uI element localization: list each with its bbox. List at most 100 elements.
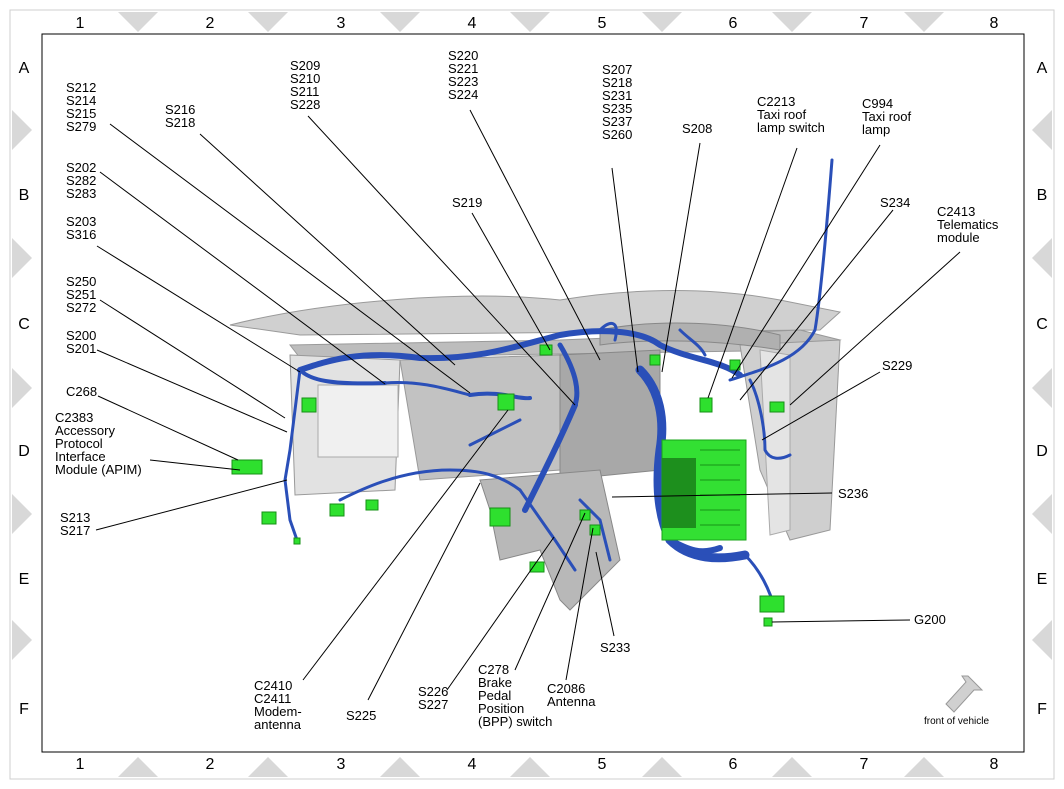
column-label-bottom-5: 5	[598, 756, 607, 773]
callout-line: Telematics	[937, 217, 999, 232]
callout-line: Interface	[55, 449, 106, 464]
instrument-panel	[229, 290, 842, 611]
row-label-right-c: C	[1036, 316, 1048, 333]
callout-line: S216	[165, 102, 195, 117]
callout-s208: S208	[682, 121, 712, 136]
callout-line: S213	[60, 510, 90, 525]
callout-line: S279	[66, 119, 96, 134]
callout-line: lamp	[862, 122, 890, 137]
callout-s236: S236	[838, 486, 868, 501]
column-label-bottom-3: 3	[337, 756, 346, 773]
column-label-top-4: 4	[468, 15, 477, 32]
callout-line: Accessory	[55, 423, 115, 438]
row-label-right-e: E	[1037, 571, 1048, 588]
callout-line: S211	[290, 84, 319, 99]
grid-markers	[12, 12, 1052, 777]
callout-line: Brake	[478, 675, 512, 690]
callout-line: C2383	[55, 410, 93, 425]
column-label-top-8: 8	[990, 15, 999, 32]
row-label-left-a: A	[19, 60, 30, 77]
callout-line: S208	[682, 121, 712, 136]
column-label-top-3: 3	[337, 15, 346, 32]
callout-line: C278	[478, 662, 509, 677]
callout-line: S200	[66, 328, 96, 343]
callout-g200: G200	[914, 612, 946, 627]
row-label-right-f: F	[1037, 701, 1047, 718]
callout-line: Protocol	[55, 436, 103, 451]
callout-line: S229	[882, 358, 912, 373]
callout-line: C994	[862, 96, 893, 111]
callout-line: C2411	[254, 691, 291, 706]
callout-line: lamp switch	[757, 120, 825, 135]
callout-line: S251	[66, 287, 96, 302]
callout-line: C2413	[937, 204, 975, 219]
callout-line: S220	[448, 48, 478, 63]
row-label-right-b: B	[1037, 187, 1048, 204]
column-label-top-5: 5	[598, 15, 607, 32]
callout-line: G200	[914, 612, 946, 627]
column-label-top-7: 7	[860, 15, 869, 32]
row-label-left-f: F	[19, 701, 29, 718]
frame-border	[9, 9, 1055, 780]
callout-line: S228	[290, 97, 320, 112]
callout-line: S225	[346, 708, 376, 723]
callout-line: Antenna	[547, 694, 596, 709]
callout-line: Position	[478, 701, 524, 716]
callout-line: S209	[290, 58, 320, 73]
callout-s233: S233	[600, 640, 630, 655]
column-label-top-2: 2	[206, 15, 215, 32]
callout-line: S250	[66, 274, 96, 289]
callout-line: S202	[66, 160, 96, 175]
row-label-right-d: D	[1036, 443, 1048, 460]
callout-line: S236	[838, 486, 868, 501]
row-label-left-c: C	[18, 316, 30, 333]
callout-line: S282	[66, 173, 96, 188]
callout-line: S224	[448, 87, 478, 102]
callout-line: S221	[448, 61, 478, 76]
column-label-bottom-1: 1	[76, 756, 85, 773]
column-label-bottom-2: 2	[206, 756, 215, 773]
callout-line: S219	[452, 195, 482, 210]
front-of-vehicle-label: front of vehicle	[924, 716, 989, 727]
callout-line: S201	[66, 341, 96, 356]
callout-line: S212	[66, 80, 96, 95]
callout-line: S218	[165, 115, 195, 130]
column-label-top-1: 1	[76, 15, 85, 32]
callout-line: S210	[290, 71, 320, 86]
row-label-left-d: D	[18, 443, 30, 460]
callout-line: S215	[66, 106, 96, 121]
callout-line: S231	[602, 88, 632, 103]
callout-line: S260	[602, 127, 632, 142]
callout-line: S235	[602, 101, 632, 116]
callout-s219: S219	[452, 195, 482, 210]
callout-line: C2213	[757, 94, 795, 109]
callout-line: S272	[66, 300, 96, 315]
wiring-harness	[283, 158, 834, 612]
callout-line: Taxi roof	[862, 109, 912, 124]
column-label-bottom-7: 7	[860, 756, 869, 773]
callout-line: S283	[66, 186, 96, 201]
callout-line: C268	[66, 384, 97, 399]
row-label-left-b: B	[19, 187, 30, 204]
callout-line: module	[937, 230, 980, 245]
leader-lines	[95, 109, 961, 701]
column-label-bottom-4: 4	[468, 756, 477, 773]
callout-line: S233	[600, 640, 630, 655]
